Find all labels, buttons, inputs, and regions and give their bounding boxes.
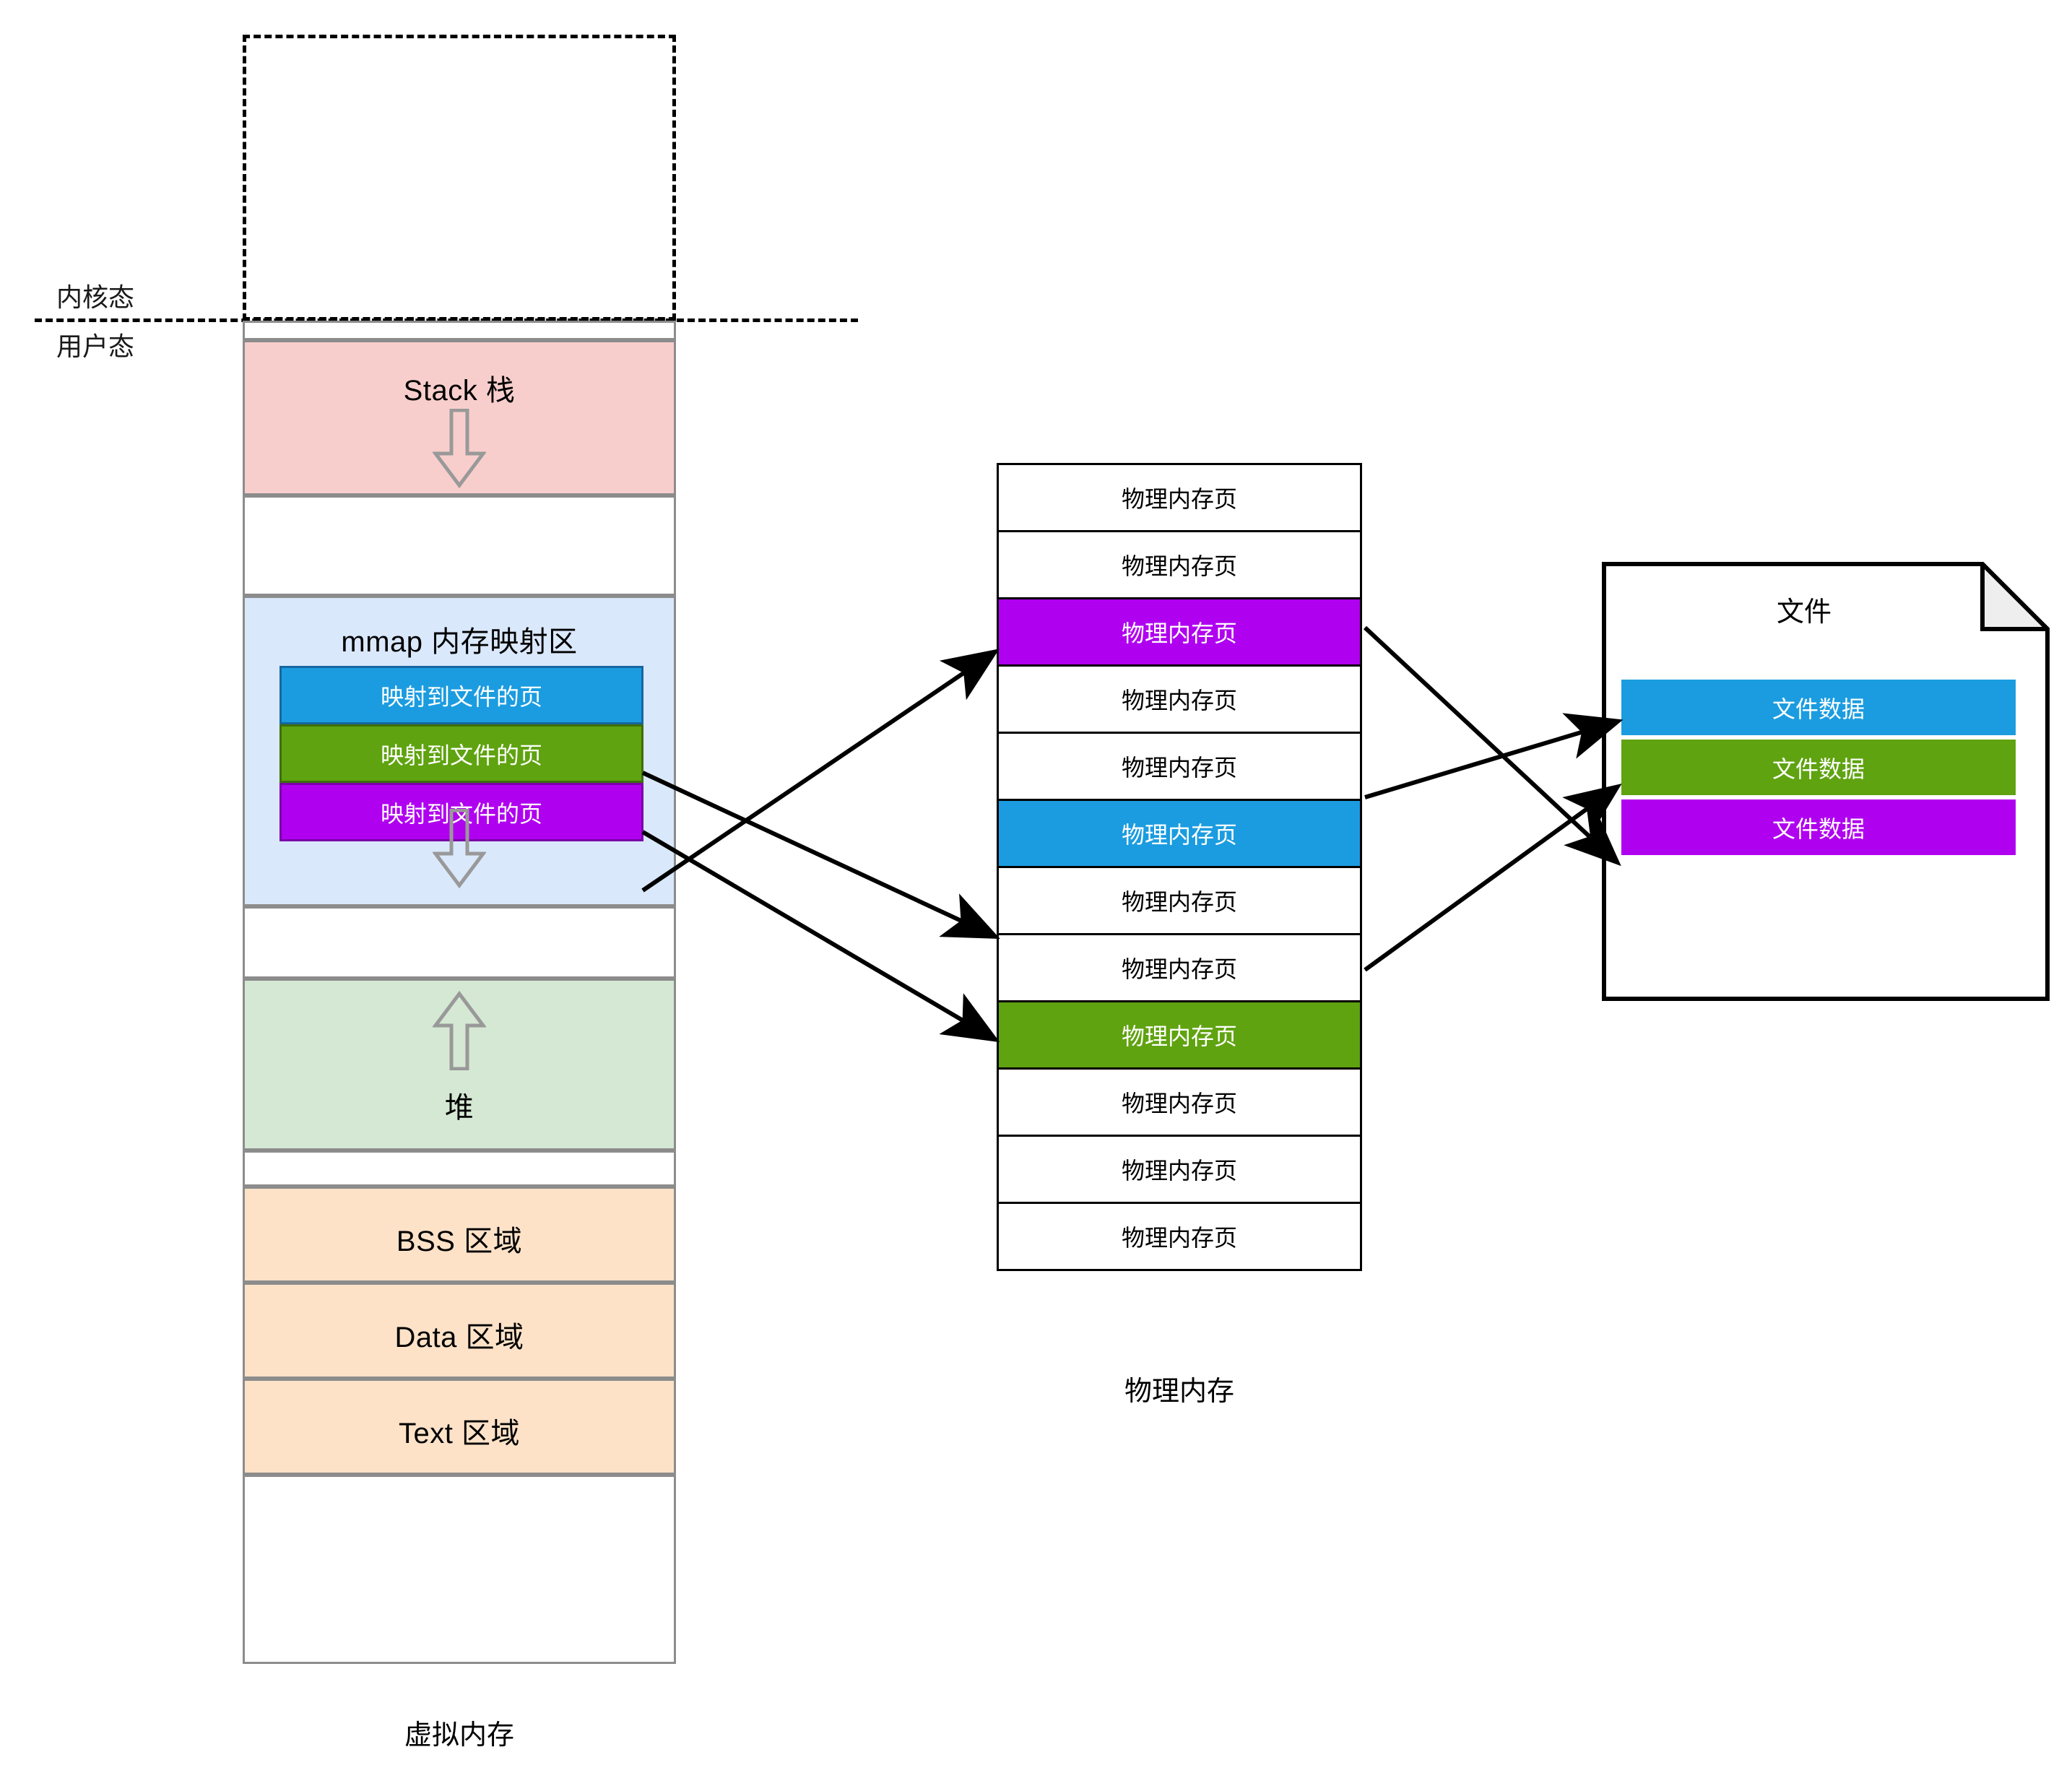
file-box: 文件 文件数据 文件数据 文件数据 (1602, 562, 2050, 1001)
vm-segment-gap-2 (245, 906, 674, 979)
stack-grows-down-arrow-icon (433, 409, 486, 488)
file-title-label: 文件 (1776, 597, 1832, 628)
pm-page-1-label: 物理内存页 (1121, 486, 1237, 512)
file-block-purple-label: 文件数据 (1772, 815, 1865, 842)
vm-segment-stack: Stack 栈 (245, 340, 674, 495)
user-mode-label: 用户态 (56, 331, 135, 361)
pm-page-4[interactable]: 物理内存页 (997, 664, 1362, 734)
vm-segment-gap-top (245, 323, 674, 340)
vm-mapped-page-green[interactable]: 映射到文件的页 (279, 724, 643, 783)
vm-mapped-page-green-label: 映射到文件的页 (380, 742, 542, 768)
pm-page-6-label: 物理内存页 (1121, 822, 1237, 848)
vm-segment-data: Data 区域 (245, 1283, 674, 1379)
vm-segment-data-label: Data 区域 (394, 1322, 524, 1353)
vm-segment-gap-3 (245, 1150, 674, 1187)
file-block-green[interactable]: 文件数据 (1619, 737, 2018, 797)
vm-segment-text-label: Text 区域 (399, 1418, 520, 1449)
pm-page-8[interactable]: 物理内存页 (997, 933, 1362, 1002)
kernel-space-box (243, 35, 676, 321)
vm-mapped-page-purple-label: 映射到文件的页 (380, 800, 542, 827)
vm-segment-mmap-label: mmap 内存映射区 (341, 626, 578, 658)
pm-page-10-label: 物理内存页 (1121, 1091, 1237, 1117)
pm-page-3-purple[interactable]: 物理内存页 (997, 597, 1362, 667)
virtual-memory-column: Stack 栈 mmap 内存映射区 映射到文件的页 映射到文件的页 映射到文件… (243, 321, 676, 1664)
vm-segment-mmap: mmap 内存映射区 映射到文件的页 映射到文件的页 映射到文件的页 (245, 596, 674, 906)
file-block-blue[interactable]: 文件数据 (1619, 677, 2018, 737)
arrow-pm-green-to-file-green (1364, 783, 1622, 972)
vm-segment-bss-label: BSS 区域 (396, 1226, 523, 1257)
pm-page-5-label: 物理内存页 (1121, 755, 1237, 781)
vm-segment-gap-bottom (245, 1475, 674, 1516)
heap-grows-up-arrow-icon (433, 991, 486, 1070)
vm-segment-heap: 堆 (245, 979, 674, 1150)
arrow-vm-purple-to-pm-purple (641, 649, 1000, 893)
pm-page-11-label: 物理内存页 (1121, 1158, 1237, 1184)
file-block-blue-label: 文件数据 (1772, 695, 1865, 722)
vm-segment-gap-1 (245, 495, 674, 596)
file-data-group: 文件数据 文件数据 文件数据 (1619, 677, 2018, 858)
virtual-memory-caption: 虚拟内存 (404, 1720, 514, 1751)
vm-mapped-page-blue-label: 映射到文件的页 (380, 683, 542, 710)
arrow-pm-blue-to-file-blue (1364, 713, 1624, 799)
arrow-pm-purple-to-file-purple (1363, 625, 1621, 867)
pm-page-2[interactable]: 物理内存页 (997, 530, 1362, 599)
pm-page-2-label: 物理内存页 (1121, 553, 1237, 579)
arrow-vm-blue-to-pm-blue (641, 771, 1000, 940)
pm-page-4-label: 物理内存页 (1121, 688, 1237, 714)
vm-segment-bss: BSS 区域 (245, 1187, 674, 1283)
vm-segment-stack-label: Stack 栈 (403, 375, 516, 407)
file-block-purple[interactable]: 文件数据 (1619, 797, 2018, 857)
pm-page-7-label: 物理内存页 (1121, 889, 1237, 915)
kernel-user-divider-line (35, 318, 858, 322)
mmap-grows-down-arrow-icon (433, 809, 486, 888)
pm-page-6-blue[interactable]: 物理内存页 (997, 799, 1362, 868)
vm-segment-text: Text 区域 (245, 1379, 674, 1475)
pm-page-5[interactable]: 物理内存页 (997, 732, 1362, 801)
pm-page-12-label: 物理内存页 (1121, 1225, 1237, 1251)
physical-memory-column: 物理内存页 物理内存页 物理内存页 物理内存页 物理内存页 物理内存页 物理内存… (997, 463, 1362, 1271)
pm-page-12[interactable]: 物理内存页 (997, 1202, 1362, 1271)
pm-page-10[interactable]: 物理内存页 (997, 1067, 1362, 1137)
pm-page-1[interactable]: 物理内存页 (997, 463, 1362, 532)
arrow-vm-green-to-pm-green (641, 830, 1000, 1043)
pm-page-8-label: 物理内存页 (1121, 956, 1237, 982)
pm-page-9-green[interactable]: 物理内存页 (997, 1000, 1362, 1070)
pm-page-3-label: 物理内存页 (1121, 620, 1237, 646)
vm-segment-heap-label: 堆 (444, 1092, 474, 1124)
kernel-mode-label: 内核态 (56, 282, 135, 312)
vm-mapped-page-blue[interactable]: 映射到文件的页 (279, 666, 643, 724)
pm-page-9-label: 物理内存页 (1121, 1023, 1237, 1049)
pm-page-7[interactable]: 物理内存页 (997, 866, 1362, 935)
pm-page-11[interactable]: 物理内存页 (997, 1135, 1362, 1204)
file-block-green-label: 文件数据 (1772, 755, 1865, 782)
physical-memory-caption: 物理内存 (1124, 1377, 1234, 1407)
